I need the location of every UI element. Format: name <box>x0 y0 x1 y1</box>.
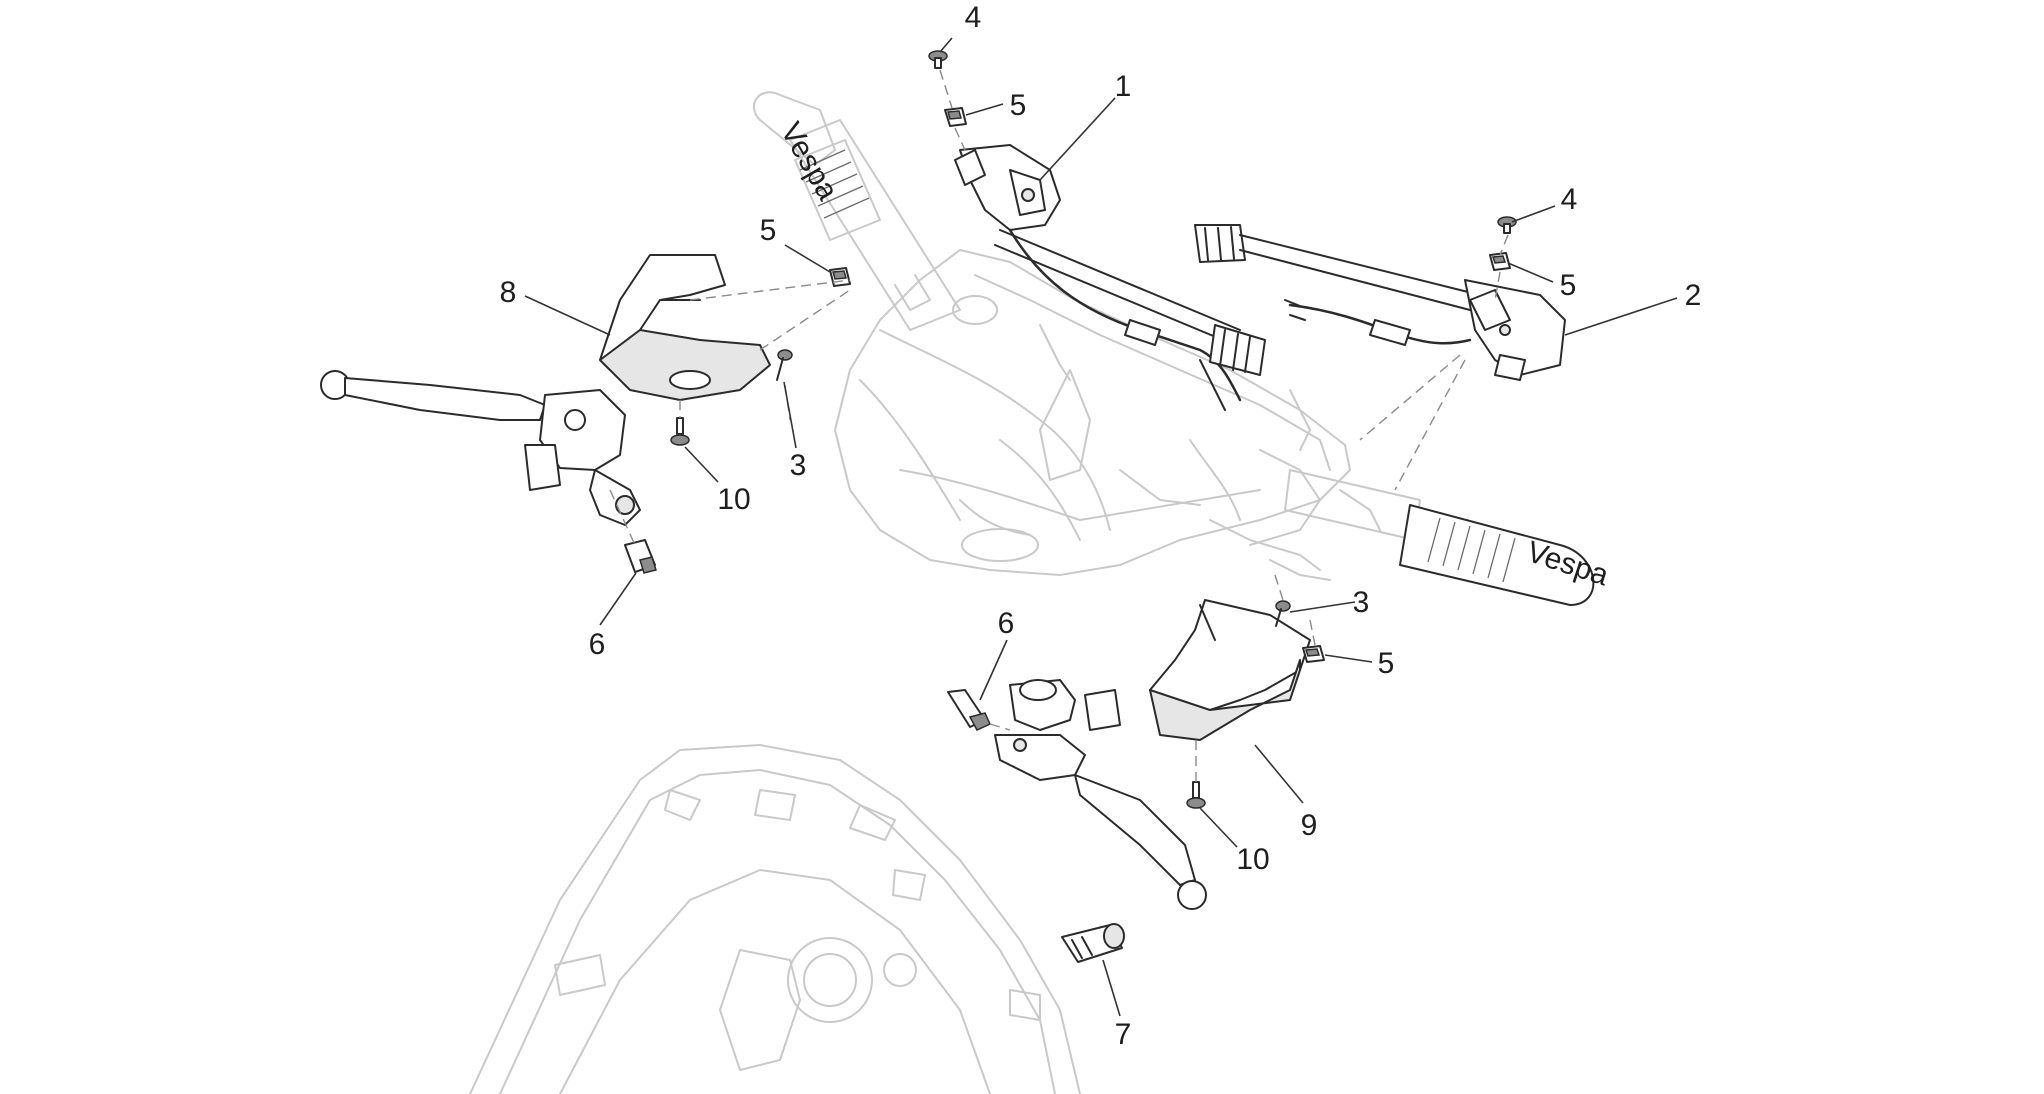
screw-4-right <box>1497 216 1517 234</box>
callout-8: 8 <box>500 276 517 309</box>
callout-4-top: 4 <box>965 1 982 34</box>
stop-switch-6-right <box>947 689 991 731</box>
screw-10-left <box>670 417 690 446</box>
callout-9: 9 <box>1301 809 1318 842</box>
left-grip-ghost: Vespa <box>753 91 961 331</box>
clip-nut-5-right <box>1489 252 1511 271</box>
callout-4-right: 4 <box>1561 183 1578 216</box>
callout-5-left: 5 <box>760 214 777 247</box>
callout-6-right: 6 <box>998 607 1015 640</box>
grip-brand-left: Vespa <box>774 117 844 206</box>
left-switch-assembly <box>954 144 1266 411</box>
handlebar-body-ghost <box>834 249 1381 581</box>
screw-4-top <box>928 50 948 69</box>
right-switch-assembly <box>1194 224 1566 381</box>
clip-nut-5-lower <box>1302 645 1325 663</box>
callout-7: 7 <box>1115 1018 1132 1051</box>
switch-7 <box>1061 923 1125 963</box>
callout-1: 1 <box>1115 70 1132 103</box>
callout-3-left: 3 <box>790 449 807 482</box>
right-handlebar-cover <box>1149 599 1311 741</box>
left-brake-lever <box>320 370 641 526</box>
screw-3-right <box>1275 600 1291 627</box>
callout-3-right: 3 <box>1353 586 1370 619</box>
callout-5-lower: 5 <box>1378 647 1395 680</box>
callout-10-left: 10 <box>717 483 750 516</box>
clip-nut-5-top <box>944 107 967 127</box>
right-brake-lever <box>994 679 1207 910</box>
callout-5-top: 5 <box>1010 89 1027 122</box>
screw-10-right <box>1186 781 1206 809</box>
left-handlebar-cover <box>599 254 771 401</box>
screw-3-left <box>776 349 793 381</box>
headlight-housing-ghost <box>469 744 1081 1094</box>
callout-10-right: 10 <box>1236 843 1269 876</box>
stop-switch-6-left <box>624 539 657 574</box>
clip-nut-5-left <box>829 267 851 287</box>
callout-5-right: 5 <box>1560 269 1577 302</box>
callout-leaders <box>524 37 1678 1017</box>
callout-2: 2 <box>1685 279 1702 312</box>
callout-labels: 4 5 1 5 8 4 5 2 3 10 6 3 6 5 9 10 7 <box>500 1 1702 1051</box>
right-grip-ghost: Vespa <box>1284 469 1613 606</box>
assembly-guide-lines <box>609 69 1509 782</box>
callout-6-left: 6 <box>589 628 606 661</box>
